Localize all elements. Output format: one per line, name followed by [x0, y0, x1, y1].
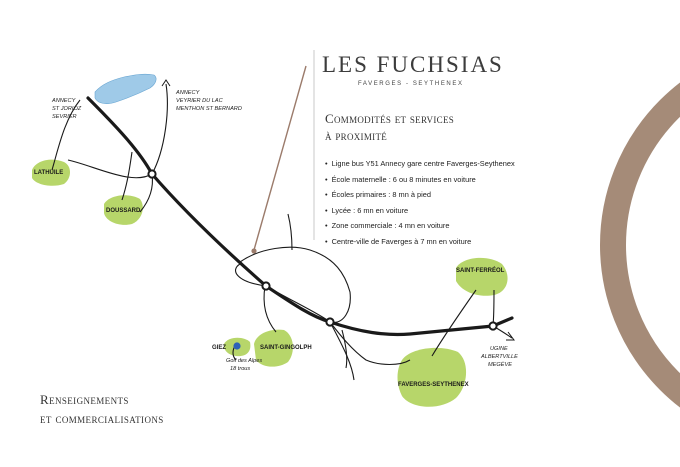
brand-ring-decoration [600, 82, 680, 408]
road-lathuile-north [51, 99, 81, 171]
label-golf-2: 18 trous [230, 366, 250, 372]
road-saint-ferreol-b [492, 289, 495, 327]
services-panel: Commodités et services à proximité Ligne… [325, 110, 575, 250]
road-mountain-loop [239, 246, 351, 323]
road-lathuile-east [67, 159, 153, 179]
services-title-line2: à proximité [325, 128, 388, 143]
label-annecy-left-2: ST JORIOZ [52, 106, 82, 112]
road-tail [341, 329, 348, 369]
label-saint-gingolph: SAINT-GINGOLPH [260, 345, 312, 351]
label-annecy-left-1: ANNECY [51, 98, 77, 104]
zone-faverges [397, 347, 467, 407]
junction-marker [261, 281, 271, 291]
label-saint-ferreol: SAINT-FERRÉOL [456, 266, 505, 274]
label-annecy-right-2: VEYRIER DU LAC [176, 98, 224, 104]
contact-line1: Renseignements [40, 392, 129, 407]
brand-subtitle: FAVERGES - SEYTHENEX [358, 81, 464, 87]
label-lathuile: LATHUILE [34, 170, 63, 176]
contact-block: Renseignements et commercialisations [40, 390, 164, 428]
label-doussard: DOUSSARD [106, 208, 141, 214]
road-saint-gingolph [263, 285, 277, 333]
zone-doussard [104, 195, 143, 225]
junction-marker [147, 169, 157, 179]
zone-saint-ferreol [456, 257, 508, 296]
brand-title: LES FUCHSIAS [322, 52, 504, 77]
label-ugine-3: MEGÈVE [488, 361, 512, 368]
label-annecy-left-3: SEVRIER [52, 114, 77, 120]
pointer-line [253, 65, 307, 251]
services-list: Ligne bus Y51 Annecy gare centre Faverge… [325, 156, 575, 250]
services-title: Commodités et services à proximité [325, 110, 575, 144]
junction-marker [325, 317, 335, 327]
arrow-veyrier [161, 79, 171, 87]
lake-annecy [94, 73, 157, 104]
pointer-dot [251, 248, 257, 254]
label-ugine-1: UGINE [490, 346, 508, 352]
label-ugine-2: ALBERTVILLE [480, 354, 518, 360]
zone-lathuile [32, 159, 70, 186]
list-item: Écoles primaires : 8 mn à pied [325, 187, 575, 203]
road-veyrier [151, 83, 168, 175]
main-road [86, 96, 514, 337]
services-title-line1: Commodités et services [325, 111, 455, 126]
zone-saint-gingolph [254, 329, 293, 367]
junction-marker [488, 321, 498, 331]
list-item: Centre-ville de Faverges à 7 mn en voitu… [325, 234, 575, 250]
list-item: Lycée : 6 mn en voiture [325, 203, 575, 219]
label-annecy-right-3: MENTHON ST BERNARD [176, 106, 242, 112]
list-item: École maternelle : 6 ou 8 minutes en voi… [325, 172, 575, 188]
golf-icon [233, 342, 241, 350]
label-annecy-right-1: ANNECY [175, 90, 201, 96]
road-saint-ferreol-a [431, 289, 477, 357]
brand-block: LES FUCHSIAS FAVERGES - SEYTHENEX [322, 52, 512, 87]
road-faverges-north [329, 321, 411, 366]
list-item: Ligne bus Y51 Annecy gare centre Faverge… [325, 156, 575, 172]
road-doussard-north [121, 151, 133, 201]
contact-line2: et commercialisations [40, 411, 164, 426]
label-faverges: FAVERGES-SEYTHENEX [398, 382, 469, 388]
label-giez: GIEZ [212, 345, 226, 351]
list-item: Zone commerciale : 4 mn en voiture [325, 218, 575, 234]
road-valley-west [235, 263, 267, 287]
road-southwest [287, 213, 293, 251]
label-golf-1: Golf des Alpes [226, 358, 262, 364]
arrow-ugine [506, 331, 515, 341]
